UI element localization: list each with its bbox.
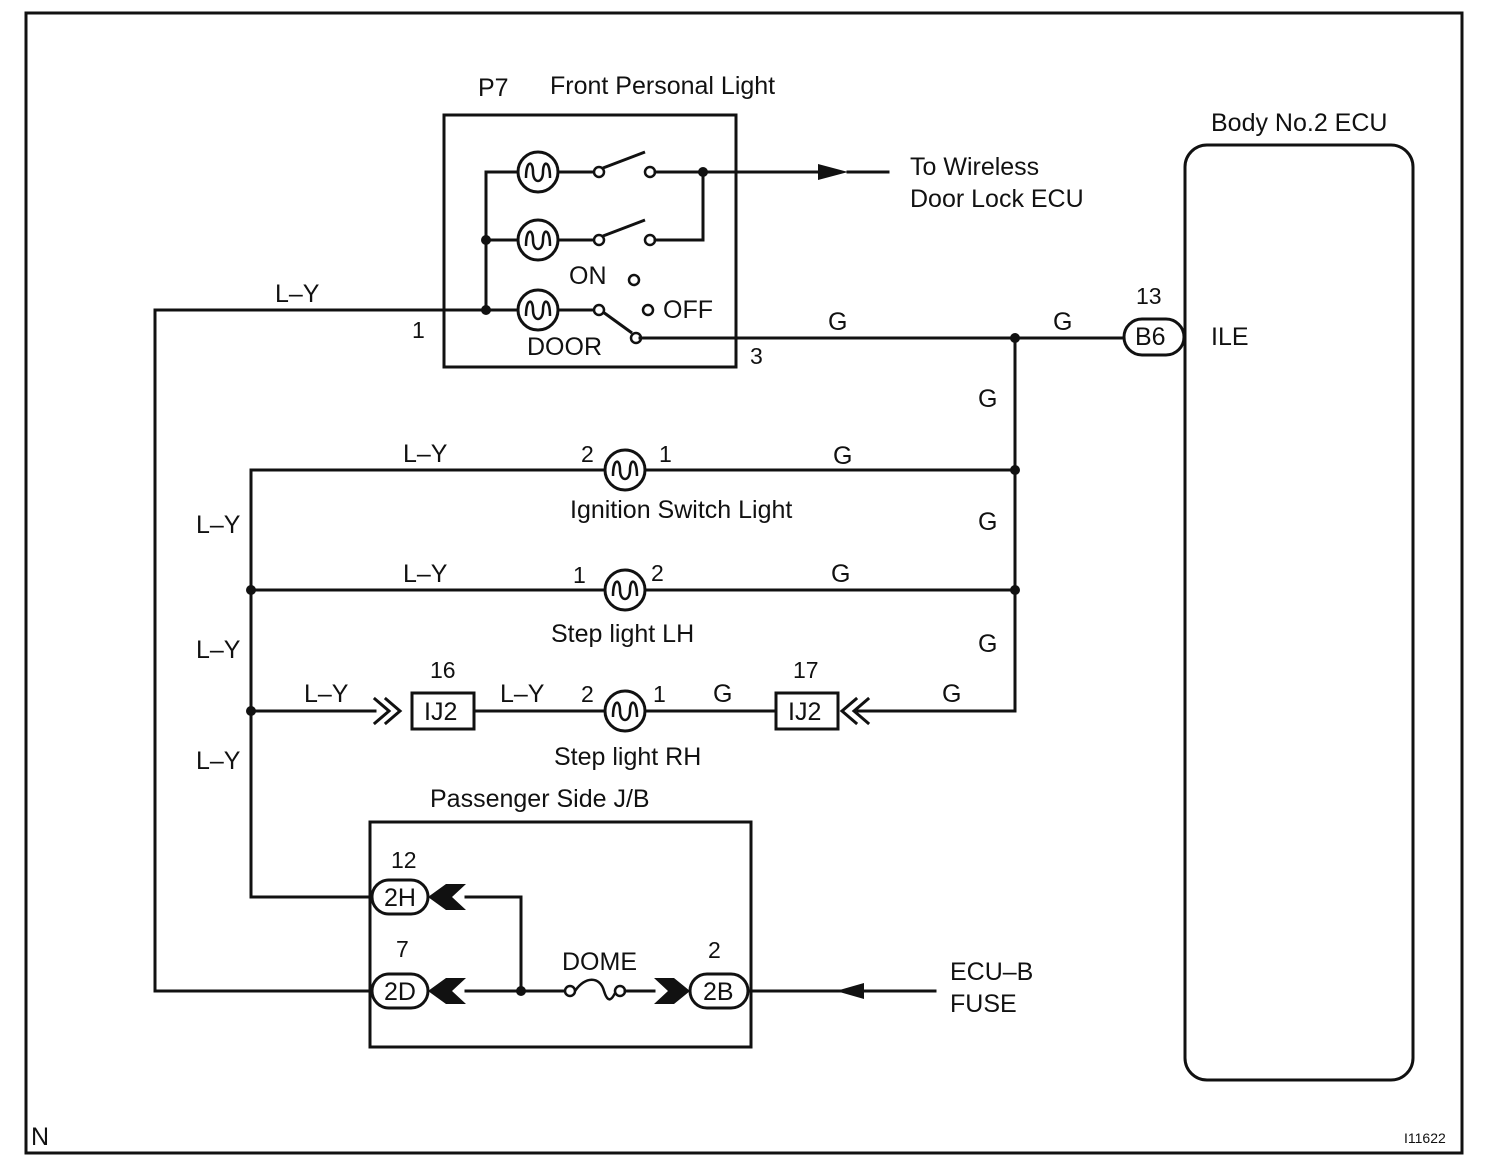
passenger-jb-title: Passenger Side J/B <box>430 785 650 813</box>
wire-color-ly: L–Y <box>403 440 448 468</box>
front-personal-light: P7 Front Personal Light <box>412 72 1084 369</box>
pin-label: 17 <box>793 657 819 683</box>
switch-blade <box>602 218 646 238</box>
on-label: ON <box>569 262 607 290</box>
conn-2b-label: 2B <box>703 978 734 1006</box>
wire-color-ly: L–Y <box>403 560 448 588</box>
door-label: DOOR <box>527 333 602 361</box>
door-lock-ecu-label: Door Lock ECU <box>910 185 1084 213</box>
connector-ij2-17 <box>774 691 840 731</box>
pin-label: 2 <box>708 937 721 963</box>
switch-blade <box>602 150 646 170</box>
pin-label: 12 <box>391 847 417 873</box>
wire-color-g: G <box>713 680 732 708</box>
bulb-icon <box>603 568 647 612</box>
pin-label: 7 <box>396 936 409 962</box>
junction-dot <box>516 986 526 996</box>
body-ecu-box <box>1183 143 1415 1082</box>
wire-color-g: G <box>978 630 997 658</box>
body-ecu-title: Body No.2 ECU <box>1211 109 1387 137</box>
wire-color-ly: L–Y <box>304 680 349 708</box>
wire-color-g: G <box>978 385 997 413</box>
arrow-left-icon <box>836 983 864 999</box>
body-ecu: Body No.2 ECU ILE B6 13 <box>1122 109 1415 1082</box>
wire-color-ly: L–Y <box>500 680 545 708</box>
bulb-icon <box>516 150 560 194</box>
corner-n-label: N <box>31 1123 49 1151</box>
wire-color-g: G <box>831 560 850 588</box>
step-light-rh: IJ2 16 IJ2 17 L–Y L–Y G G 2 1 Step light… <box>249 657 1017 771</box>
fuse-label: FUSE <box>950 990 1017 1018</box>
pin-label: 2 <box>651 560 664 586</box>
ignition-switch-light-label: Ignition Switch Light <box>570 496 792 524</box>
bulb-icon <box>516 288 560 332</box>
switch-contact-on <box>627 273 641 287</box>
front-personal-light-title: Front Personal Light <box>550 72 775 100</box>
pin-label: 1 <box>653 681 666 707</box>
wire-color-g: G <box>978 508 997 536</box>
pin-label: 2 <box>581 681 594 707</box>
figure-id-label: I11622 <box>1404 1130 1446 1146</box>
wire-color-g: G <box>833 442 852 470</box>
connector-terminal-icon <box>654 978 690 1004</box>
fuse-icon <box>563 978 627 1001</box>
connector-arrow-icon <box>839 696 859 726</box>
wire-color-g: G <box>942 680 961 708</box>
step-light-lh: L–Y G 1 2 Step light LH <box>249 560 1017 648</box>
wire-color-ly: L–Y <box>196 511 241 539</box>
p7-code: P7 <box>478 74 509 102</box>
ij2-label: IJ2 <box>788 698 821 726</box>
switch-blade <box>602 310 633 335</box>
wire-color-ly: L–Y <box>196 636 241 664</box>
diagram-frame <box>24 11 1464 1155</box>
dome-label: DOME <box>562 948 637 976</box>
ignition-switch-light: L–Y G 2 1 Ignition Switch Light <box>249 440 1017 524</box>
connector-arrow-icon <box>372 696 392 726</box>
off-label: OFF <box>663 296 713 324</box>
switch-contact <box>592 165 606 179</box>
ile-label: ILE <box>1211 323 1249 351</box>
conn-2d-label: 2D <box>384 978 416 1006</box>
wire-color-ly: L–Y <box>275 280 320 308</box>
passenger-jb-box <box>368 820 753 1049</box>
bulb-icon <box>516 218 560 262</box>
connector-arrow-icon <box>851 696 871 726</box>
pin-label: 16 <box>430 657 456 683</box>
wire-color-ly: L–Y <box>196 747 241 775</box>
passenger-side-jb: Passenger Side J/B 2H 12 2D 7 DOME 2B 2 <box>249 785 753 1049</box>
connector-arrow-icon <box>383 696 403 726</box>
bulb-icon <box>603 448 647 492</box>
ecu-pin-13: 13 <box>1136 283 1162 309</box>
switch-contact-off <box>641 303 655 317</box>
connector-terminal-icon <box>428 884 466 910</box>
bulb-icon <box>603 689 647 733</box>
switch-contact <box>592 303 606 317</box>
front-personal-light-box <box>442 113 738 369</box>
switch-contact <box>592 233 606 247</box>
wire-color-g: G <box>828 308 847 336</box>
step-light-rh-label: Step light RH <box>554 743 701 771</box>
pin-label: 1 <box>573 562 586 588</box>
ecu-b-label: ECU–B <box>950 958 1033 986</box>
pin-label: 2 <box>581 441 594 467</box>
wire-color-g: G <box>1053 308 1072 336</box>
b6-label: B6 <box>1135 323 1166 351</box>
pin-3-label: 3 <box>750 343 763 369</box>
arrow-right-icon <box>818 164 848 180</box>
to-wireless-label: To Wireless <box>910 153 1039 181</box>
connector-terminal-icon <box>428 978 466 1004</box>
conn-2h-label: 2H <box>384 884 416 912</box>
pin-label: 1 <box>659 441 672 467</box>
ij2-label: IJ2 <box>424 698 457 726</box>
junction-dot <box>481 235 491 245</box>
pin-1-label: 1 <box>412 317 425 343</box>
step-light-lh-label: Step light LH <box>551 620 694 648</box>
